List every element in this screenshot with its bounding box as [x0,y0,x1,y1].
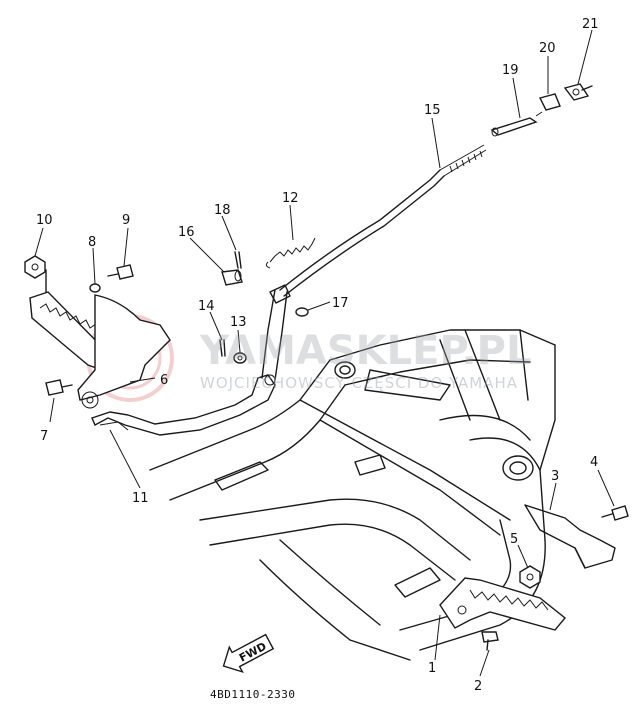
right-footrest [439,577,566,631]
watermark-main: YAMASKLEP.PL [199,328,531,374]
callout-2: 2 [474,679,482,694]
callout-21: 21 [582,17,599,32]
callout-19: 19 [502,63,519,78]
callout-labels: 1 2 3 4 5 6 7 8 9 10 11 12 13 14 15 16 1… [36,17,599,694]
callout-4: 4 [590,455,598,470]
drawing-code: 4BD1110-2330 [210,688,295,701]
left-bracket [77,294,171,409]
adjuster-20 [538,93,561,111]
leader-lines [34,29,615,677]
brake-arm [261,289,288,381]
callout-20: 20 [539,41,556,56]
washer-8 [89,283,101,293]
bolt-9 [107,264,134,280]
callout-1: 1 [428,661,436,676]
bolt-4 [601,505,629,521]
bolt-7 [45,379,73,396]
callout-18: 18 [214,203,231,218]
pin-19 [490,111,543,137]
fwd-arrow: FWD [222,633,275,674]
callout-5: 5 [510,532,518,547]
callout-6: 6 [160,373,168,388]
callout-13: 13 [230,315,247,330]
spring-12 [265,237,316,269]
bolt-2 [481,631,499,651]
washer-13 [233,352,247,364]
callout-17: 17 [332,296,349,311]
callout-7: 7 [40,429,48,444]
callout-11: 11 [132,491,149,506]
callout-10: 10 [36,213,53,228]
nut-5 [519,565,541,589]
watermark-sub: WOJCIECHOWSCY CZĘŚCI DO YAMAHA [200,373,518,392]
frame [149,329,556,661]
brake-rod-15 [269,144,487,304]
washer-17 [295,307,309,317]
callout-12: 12 [282,191,299,206]
callout-15: 15 [424,103,441,118]
cotter-pin-14 [219,339,226,357]
callout-3: 3 [551,469,559,484]
callout-8: 8 [88,235,96,250]
nut-10 [24,255,46,279]
joint-pin-16 [221,269,243,286]
callout-16: 16 [178,225,195,240]
right-bracket [524,504,616,569]
callout-9: 9 [122,213,130,228]
adjust-nut-21 [563,83,593,101]
pin-18 [234,251,242,269]
callout-14: 14 [198,299,215,314]
